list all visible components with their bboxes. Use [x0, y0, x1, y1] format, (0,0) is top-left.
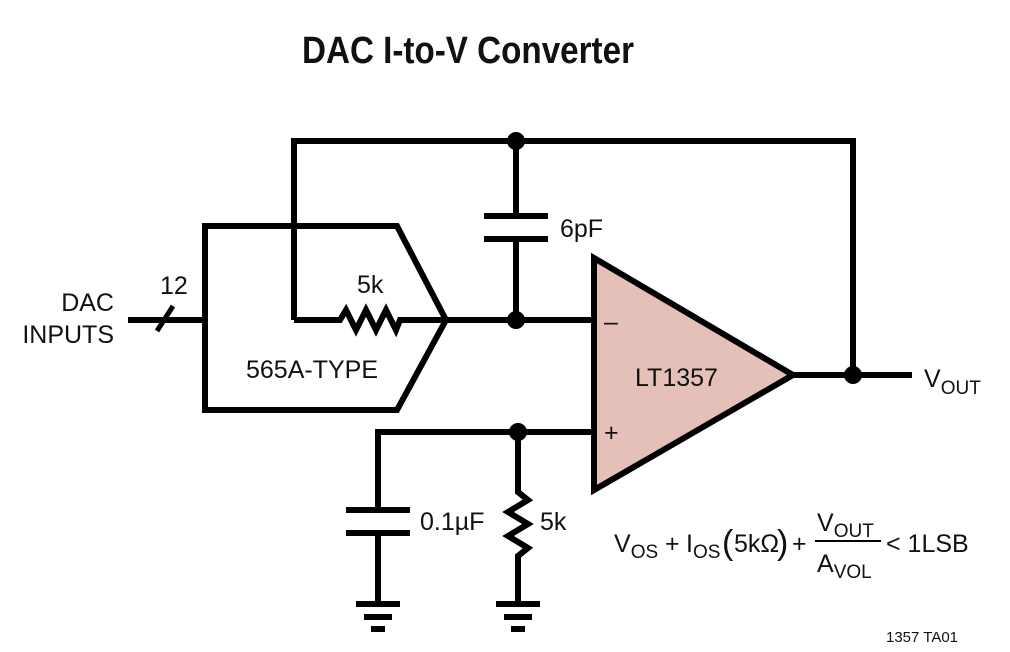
- output-label-main: V: [924, 365, 941, 393]
- bus-width-label: 12: [160, 272, 188, 300]
- equation-plus-2: +: [792, 530, 807, 558]
- equation-term-vos: VOS: [614, 530, 658, 563]
- inverting-symbol: –: [604, 308, 618, 336]
- num-main: V: [817, 509, 834, 537]
- dac-inputs-label-1: DAC: [61, 289, 114, 317]
- equation-denominator: AVOL: [817, 550, 872, 583]
- den-main: A: [817, 550, 834, 578]
- figure-id: 1357 TA01: [886, 629, 958, 646]
- bias-capacitor-label: 0.1µF: [420, 508, 484, 536]
- equation-numerator: VOUT: [817, 509, 874, 542]
- dac-type-label: 565A-TYPE: [246, 356, 378, 384]
- feedback-wire-top: [291, 138, 856, 375]
- equation-plus-1: +: [665, 530, 680, 558]
- vos-main: V: [614, 530, 631, 558]
- vos-sub: OS: [631, 542, 658, 563]
- junction-node-output: [844, 366, 862, 384]
- diagram-title: DAC I-to-V Converter: [302, 30, 634, 72]
- equation-resistance: 5kΩ: [734, 530, 779, 558]
- output-label: VOUT: [924, 365, 981, 399]
- dac-block: [202, 223, 450, 413]
- noninverting-symbol: +: [604, 419, 619, 447]
- feedback-capacitor-label: 6pF: [560, 215, 603, 243]
- bias-resistor: [502, 432, 534, 603]
- num-sub: OUT: [834, 521, 875, 542]
- ground-icon: [356, 601, 400, 632]
- equation-paren-close: ): [777, 524, 788, 562]
- dac-internal-resistor: [294, 303, 446, 338]
- error-budget-equation: VOS + IOS ( 5kΩ ) + VOUT AVOL < 1LSB: [614, 509, 969, 583]
- ios-main: I: [686, 530, 693, 558]
- output-label-sub: OUT: [941, 378, 982, 399]
- bias-resistor-label: 5k: [540, 508, 567, 536]
- bus-slash-icon: [154, 304, 176, 333]
- ios-sub: OS: [693, 542, 720, 563]
- den-sub: VOL: [834, 562, 872, 583]
- noninverting-input-wire: [375, 429, 594, 510]
- equation-paren-open: (: [722, 524, 734, 562]
- opamp-part-label: LT1357: [635, 364, 718, 392]
- ground-icon: [496, 601, 540, 632]
- opamp-body: [591, 252, 799, 496]
- equation-rhs: < 1LSB: [886, 530, 969, 558]
- dac-inputs-label-2: INPUTS: [22, 321, 114, 349]
- dac-resistor-label: 5k: [357, 271, 384, 299]
- equation-term-ios: IOS: [686, 530, 720, 563]
